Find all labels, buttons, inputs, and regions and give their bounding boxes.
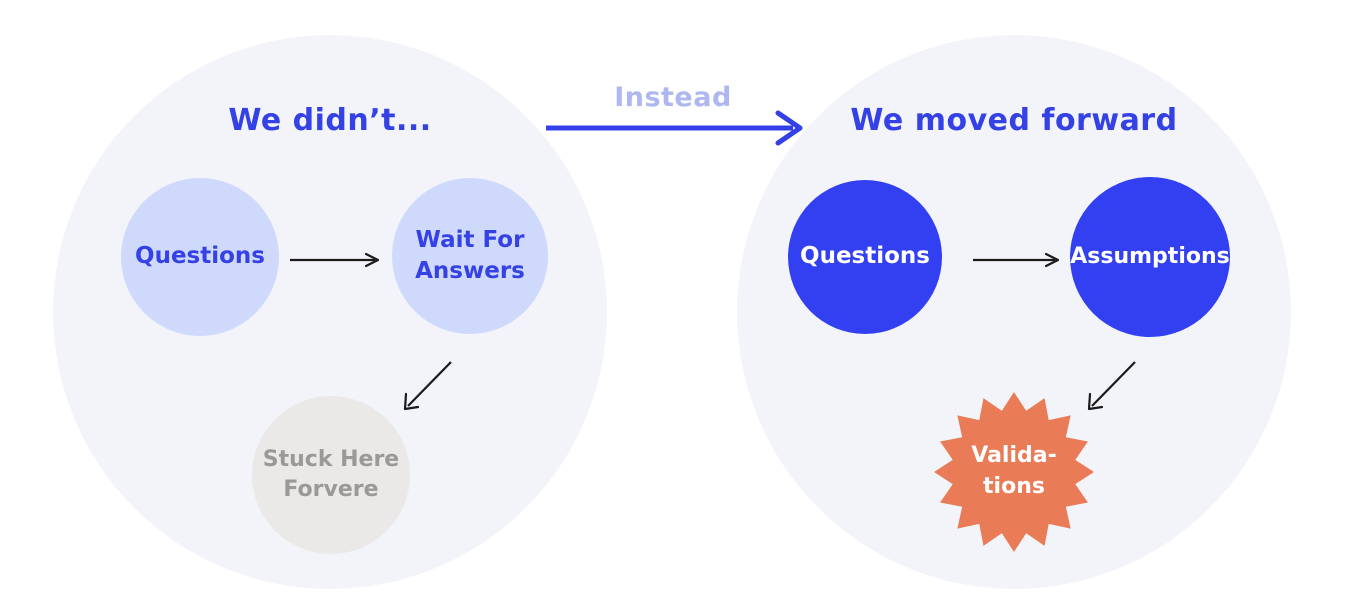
node-wait-line2: Answers	[415, 258, 525, 284]
node-wait-line1: Wait For	[415, 226, 525, 253]
node-stuck-here-forever: Stuck Here Forvere	[252, 396, 410, 554]
node-wait-for-answers: Wait For Answers	[392, 178, 548, 334]
node-stuck-line2: Forvere	[283, 477, 379, 502]
node-stuck-line1: Stuck Here	[262, 447, 400, 473]
left-scenario-title: We didn’t...	[228, 103, 432, 138]
node-questions-right-label: Questions	[800, 243, 930, 270]
validations-starburst: Valida- tions	[934, 392, 1094, 552]
validations-line1: Valida-	[971, 443, 1057, 469]
node-assumptions: Assumptions	[1070, 177, 1230, 337]
node-assumptions-label: Assumptions	[1070, 244, 1230, 270]
right-scenario-title: We moved forward	[850, 103, 1178, 138]
transition-label: Instead	[614, 82, 732, 113]
node-questions-right: Questions	[788, 180, 942, 334]
node-questions-left: Questions	[121, 178, 279, 336]
validations-line2: tions	[983, 474, 1045, 499]
node-questions-left-label: Questions	[135, 243, 265, 270]
